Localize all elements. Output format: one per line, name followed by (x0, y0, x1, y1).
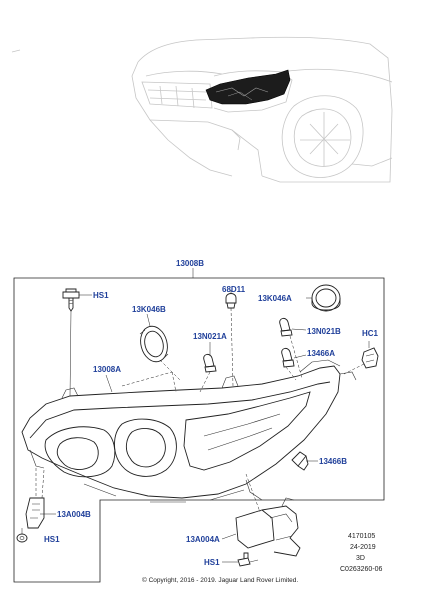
assembly-frame (13, 268, 385, 583)
bulb-cover-13k046b[interactable] (137, 323, 171, 365)
bulb-13n021b[interactable] (279, 317, 293, 337)
callout-13n021b[interactable]: 13N021B (307, 327, 341, 336)
bulb-13466b[interactable] (291, 451, 309, 471)
vehicle-inset (11, 36, 393, 183)
callout-13k046b[interactable]: 13K046B (132, 305, 166, 314)
leader-lines (21, 290, 370, 563)
callout-13008b[interactable]: 13008B (176, 259, 204, 268)
headlamp-housing-13008a[interactable] (21, 359, 357, 503)
bulb-cover-13k046a[interactable] (311, 284, 341, 312)
callout-13k046a[interactable]: 13K046A (258, 294, 292, 303)
date-code: 24-2019 (350, 544, 376, 551)
bulb-13n021a[interactable] (203, 353, 217, 373)
socket-13466a[interactable] (281, 347, 295, 368)
drawing-metadata: 4170105 24-2019 3D C0263260-06 © Copyrig… (142, 533, 383, 584)
cap-68d11[interactable] (225, 293, 237, 309)
drawing-id: C0263260-06 (340, 566, 383, 573)
screw-hs1-top[interactable] (62, 288, 80, 312)
callout-13008a[interactable]: 13008A (93, 365, 121, 374)
callout-hc1[interactable]: HC1 (362, 329, 379, 338)
copyright: © Copyright, 2016 - 2019. Jaguar Land Ro… (142, 576, 298, 584)
callout-labels: 13008B HS1 13K046B 68D11 13K046A 13N021A… (44, 259, 379, 567)
callout-hs1-bottom[interactable]: HS1 (44, 535, 60, 544)
screw-hs1-module[interactable] (237, 552, 259, 567)
callout-13466a[interactable]: 13466A (307, 349, 335, 358)
callout-hs1-module[interactable]: HS1 (204, 558, 220, 567)
view-label: 3D (356, 555, 365, 562)
module-13a004a[interactable] (235, 473, 301, 557)
callout-hs1-top[interactable]: HS1 (93, 291, 109, 300)
nut-hs1-bottom[interactable] (16, 533, 28, 543)
headlamp-highlight (205, 69, 291, 105)
callout-13n021a[interactable]: 13N021A (193, 332, 227, 341)
callout-13a004a[interactable]: 13A004A (186, 535, 220, 544)
callout-13a004b[interactable]: 13A004B (57, 510, 91, 519)
ref-number: 4170105 (348, 533, 375, 540)
callout-13466b[interactable]: 13466B (319, 457, 347, 466)
clip-hc1[interactable] (361, 347, 379, 369)
module-13a004b[interactable] (25, 468, 45, 529)
callout-68d11[interactable]: 68D11 (222, 285, 246, 294)
